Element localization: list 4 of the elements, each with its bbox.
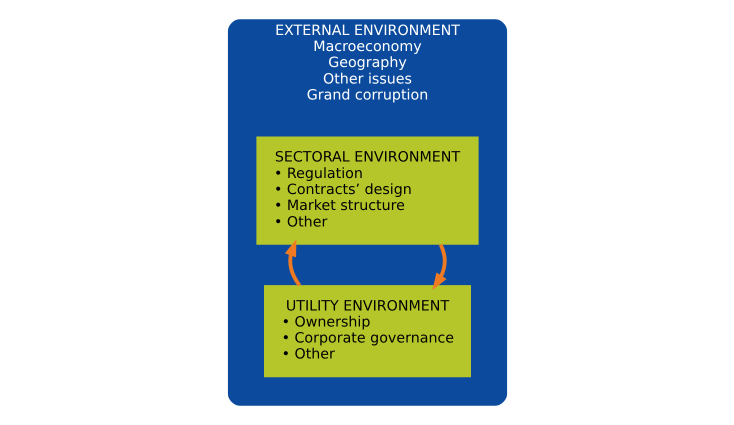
arrow: [284, 239, 301, 286]
arrow: [432, 244, 446, 290]
node-box: SECTORAL ENVIRONMENT • Regulation • Contracts’ design • Market structure • Other: [256, 136, 478, 245]
node-box: UTILITY ENVIRONMENT • Ownership • Corporate governance • Other: [264, 285, 470, 378]
